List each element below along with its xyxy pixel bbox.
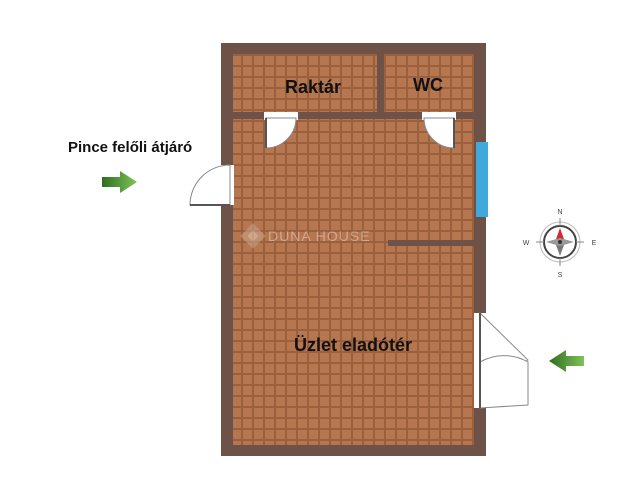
storage-door[interactable]	[264, 112, 298, 149]
compass-north-label: N	[557, 209, 562, 216]
wall-storage-bottom	[233, 112, 474, 119]
shop-entrance-door[interactable]	[474, 311, 529, 409]
compass-west-label: W	[523, 240, 530, 247]
passage-door[interactable]	[189, 164, 234, 206]
wc-door[interactable]	[422, 112, 456, 149]
room-label-storage: Raktár	[285, 77, 341, 97]
watermark-logo-icon	[240, 223, 266, 249]
watermark-text: DUNA HOUSE	[268, 228, 371, 244]
compass-east-label: E	[592, 240, 597, 247]
wall-partition	[388, 240, 474, 246]
window	[476, 142, 488, 217]
compass-south-label: S	[558, 272, 563, 279]
watermark: DUNA HOUSE	[240, 223, 371, 249]
arrow-right-icon	[102, 171, 137, 193]
room-label-wc: WC	[413, 75, 443, 95]
arrow-left-icon	[549, 350, 584, 372]
passage-label: Pince felőli átjáró	[68, 139, 193, 156]
wall-storage-wc	[377, 54, 384, 112]
room-label-shop: Üzlet eladótér	[294, 335, 412, 355]
compass-icon: N S W E	[523, 209, 597, 279]
